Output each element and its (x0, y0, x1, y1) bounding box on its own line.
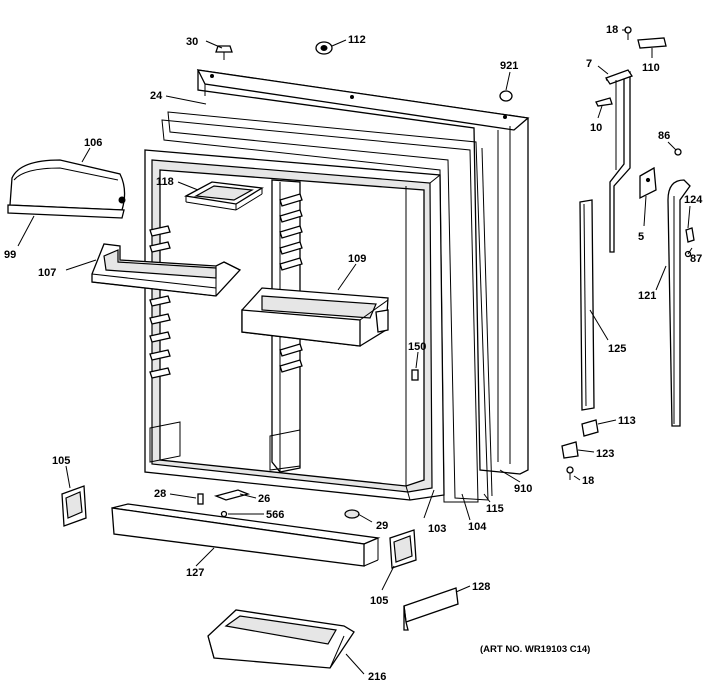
callout-109: 109 (348, 253, 366, 265)
callout-124: 124 (684, 194, 703, 206)
callout-103: 103 (428, 523, 446, 535)
part-128-bin-end (403, 587, 459, 631)
part-127-bin-rail (111, 503, 381, 567)
part-7-hinge-bar (605, 69, 633, 253)
part-86-screw (674, 148, 682, 156)
callout-115: 115 (486, 503, 504, 515)
callout-99: 99 (4, 249, 16, 261)
callout-7: 7 (586, 58, 592, 70)
callout-910: 910 (514, 483, 532, 495)
callout-106: 106 (84, 137, 102, 149)
callout-18-bottom: 18 (582, 475, 594, 487)
callout-10: 10 (590, 122, 602, 134)
callout-921: 921 (500, 60, 518, 72)
callout-112: 112 (348, 34, 366, 46)
part-105-left-bin-end (61, 485, 87, 527)
part-5-cam (639, 166, 657, 200)
part-29-plug (344, 509, 360, 519)
liner-shelf-ridges-center (279, 193, 303, 373)
art-number-note: (ART NO. WR19103 C14) (480, 644, 590, 655)
part-112-plug (315, 41, 333, 55)
callout-110: 110 (642, 62, 660, 74)
part-18-screw-top (624, 26, 632, 40)
callout-121: 121 (638, 290, 656, 302)
leader-lines (17, 29, 693, 675)
callout-105-right: 105 (370, 595, 388, 607)
callout-30: 30 (186, 36, 198, 48)
part-106-dairy-cover (7, 159, 126, 219)
callout-216: 216 (368, 671, 386, 683)
callout-18-top: 18 (606, 24, 618, 36)
part-110-hinge-cover (637, 37, 667, 49)
part-18-screw-bottom (566, 466, 574, 480)
callout-107: 107 (38, 267, 56, 279)
callout-105-left: 105 (52, 455, 70, 467)
part-118-butter-tray (184, 181, 264, 211)
liner-shelf-ridges-left (149, 225, 171, 379)
door-gasket (161, 111, 493, 503)
part-150-clip (411, 369, 419, 381)
callout-113: 113 (618, 415, 636, 427)
callout-labels: 30 112 24 921 18 110 7 10 86 106 118 99 … (4, 24, 703, 683)
callout-86: 86 (658, 130, 670, 142)
part-26-bracket (213, 489, 251, 501)
part-113-bracket (581, 419, 599, 437)
callout-123: 123 (596, 448, 614, 460)
liner-bottom-recess (149, 421, 301, 471)
part-123-bracket (561, 441, 579, 459)
callout-24: 24 (150, 90, 163, 102)
callout-127: 127 (186, 567, 204, 579)
part-125-trim (579, 199, 595, 411)
part-105-right-bin-end (389, 529, 417, 569)
part-109-door-bin (241, 287, 389, 347)
callout-26: 26 (258, 493, 270, 505)
callout-125: 125 (608, 343, 626, 355)
part-921-cap (499, 90, 513, 102)
part-566-screw (220, 510, 228, 518)
callout-87: 87 (690, 253, 702, 265)
part-30-screw (215, 45, 233, 60)
part-28-spacer (197, 493, 204, 505)
part-107-door-bin (91, 243, 242, 297)
part-10-shim (595, 97, 613, 107)
callout-5: 5 (638, 231, 644, 243)
callout-128: 128 (472, 581, 490, 593)
outer-door-panel (196, 69, 530, 475)
part-124-cap (685, 227, 695, 243)
callout-566: 566 (266, 509, 284, 521)
callout-28: 28 (154, 488, 166, 500)
callout-104: 104 (468, 521, 487, 533)
callout-118: 118 (156, 176, 174, 188)
callout-29: 29 (376, 520, 388, 532)
part-121-handle (667, 179, 691, 427)
callout-150: 150 (408, 341, 426, 353)
part-216-door-bin (207, 609, 355, 669)
